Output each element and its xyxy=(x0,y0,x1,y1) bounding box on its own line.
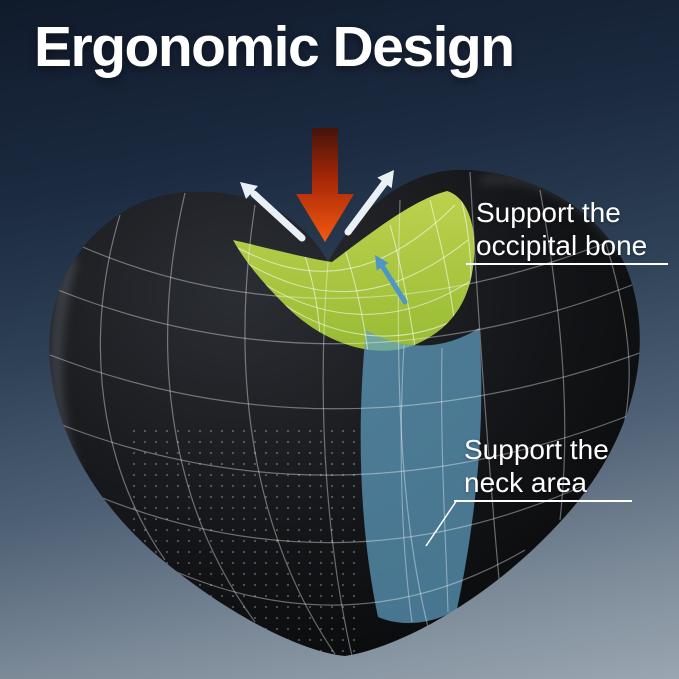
occipital-callout-line2: occipital bone xyxy=(476,230,648,261)
neck-callout-line2: neck area xyxy=(464,467,587,498)
pressure-arrow-icon xyxy=(296,128,354,242)
mesh-grid xyxy=(49,171,640,656)
page-title: Ergonomic Design xyxy=(34,15,515,79)
occipital-callout: Support the occipital bone xyxy=(466,196,668,265)
neck-zone-grid xyxy=(400,344,449,623)
neck-support-zone xyxy=(360,328,482,623)
support-arrow-left-icon xyxy=(240,182,306,242)
neck-callout-line1: Support the xyxy=(464,434,609,465)
support-arrow-right-icon xyxy=(344,170,394,236)
neck-callout: Support the neck area xyxy=(454,433,632,502)
occipital-arrow-icon xyxy=(375,255,408,305)
neck-label-leader-line xyxy=(425,499,458,547)
occipital-zone-grid xyxy=(237,193,473,351)
occipital-callout-line1: Support the xyxy=(476,197,621,228)
